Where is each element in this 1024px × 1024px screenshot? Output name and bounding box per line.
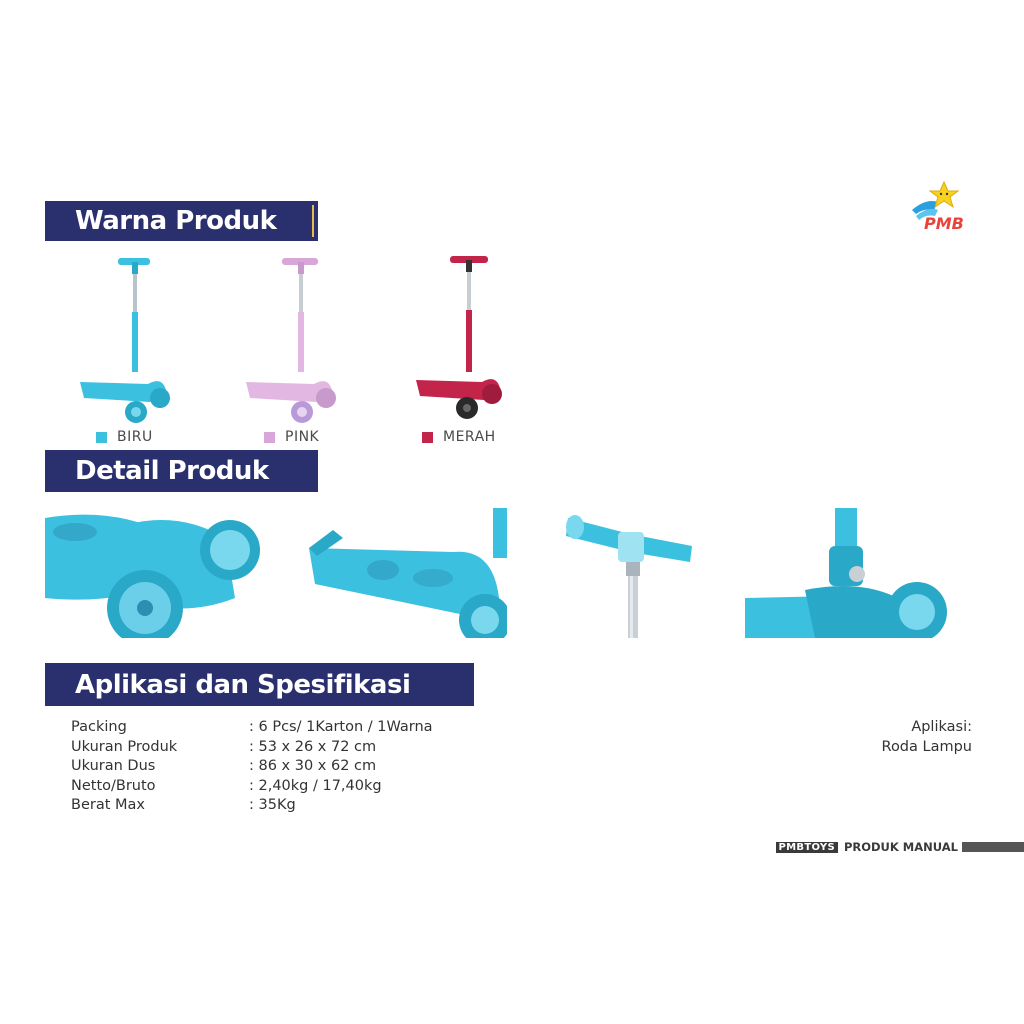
spec-value: : 6 Pcs/ 1Karton / 1Warna bbox=[249, 719, 433, 735]
detail-photo-deck bbox=[303, 508, 507, 638]
spec-row: Ukuran Produk : 53 x 26 x 72 cm bbox=[71, 738, 433, 758]
spec-key: Ukuran Produk bbox=[71, 738, 178, 755]
color-name-pink: PINK bbox=[285, 429, 320, 445]
spec-key: Ukuran Dus bbox=[71, 758, 156, 775]
spec-row: Ukuran Dus : 86 x 30 x 62 cm bbox=[71, 757, 433, 777]
color-name-merah: MERAH bbox=[443, 429, 496, 445]
spec-key: Packing bbox=[71, 719, 127, 735]
aplikasi-block: Aplikasi: Roda Lampu bbox=[882, 718, 972, 757]
logo-text: PMB bbox=[924, 214, 964, 233]
spec-value: : 2,40kg / 17,40kg bbox=[249, 777, 382, 794]
spec-key: Netto/Bruto bbox=[71, 777, 156, 794]
section-title-aplikasi: Aplikasi dan Spesifikasi bbox=[75, 669, 411, 700]
scooter-image-pink bbox=[240, 252, 350, 424]
footer-line bbox=[962, 842, 1024, 852]
color-label-pink: PINK bbox=[264, 429, 319, 445]
aplikasi-value: Roda Lampu bbox=[881, 738, 972, 755]
star-logo-icon bbox=[912, 180, 960, 220]
accent-bar bbox=[312, 205, 314, 237]
color-swatch-merah bbox=[422, 431, 433, 443]
spec-value: : 53 x 26 x 72 cm bbox=[249, 738, 377, 755]
spec-value: : 35Kg bbox=[249, 797, 296, 814]
color-swatch-biru bbox=[96, 431, 107, 443]
spec-list: Packing : 6 Pcs/ 1Karton / 1Warna Ukuran… bbox=[71, 718, 433, 816]
color-swatch-pink bbox=[264, 431, 275, 443]
section-banner-warna: Warna Produk bbox=[45, 201, 318, 241]
spec-value: : 86 x 30 x 62 cm bbox=[249, 758, 377, 775]
spec-key: Berat Max bbox=[71, 797, 145, 814]
pmb-logo: PMB bbox=[908, 180, 980, 238]
scooter-image-biru bbox=[70, 252, 180, 424]
spec-row: Netto/Bruto : 2,40kg / 17,40kg bbox=[71, 777, 433, 797]
footer-brand: PMBTOYS bbox=[775, 841, 838, 853]
section-title-warna: Warna Produk bbox=[75, 206, 277, 236]
spec-row: Packing : 6 Pcs/ 1Karton / 1Warna bbox=[71, 718, 433, 738]
detail-photo-handle bbox=[560, 508, 700, 638]
footer-label: PRODUK MANUAL bbox=[843, 840, 958, 854]
color-label-biru: BIRU bbox=[96, 429, 153, 445]
detail-photo-fold bbox=[745, 508, 947, 638]
footer: PMBTOYS PRODUK MANUAL bbox=[775, 840, 1024, 854]
aplikasi-title: Aplikasi: bbox=[911, 719, 972, 735]
color-name-biru: BIRU bbox=[117, 429, 153, 445]
detail-photo-wheels bbox=[45, 508, 260, 638]
color-label-merah: MERAH bbox=[422, 429, 496, 445]
spec-row: Berat Max : 35Kg bbox=[71, 796, 433, 816]
section-title-detail: Detail Produk bbox=[75, 456, 269, 486]
section-banner-aplikasi: Aplikasi dan Spesifikasi bbox=[45, 663, 474, 706]
section-banner-detail: Detail Produk bbox=[45, 450, 318, 492]
scooter-image-merah bbox=[412, 252, 522, 424]
